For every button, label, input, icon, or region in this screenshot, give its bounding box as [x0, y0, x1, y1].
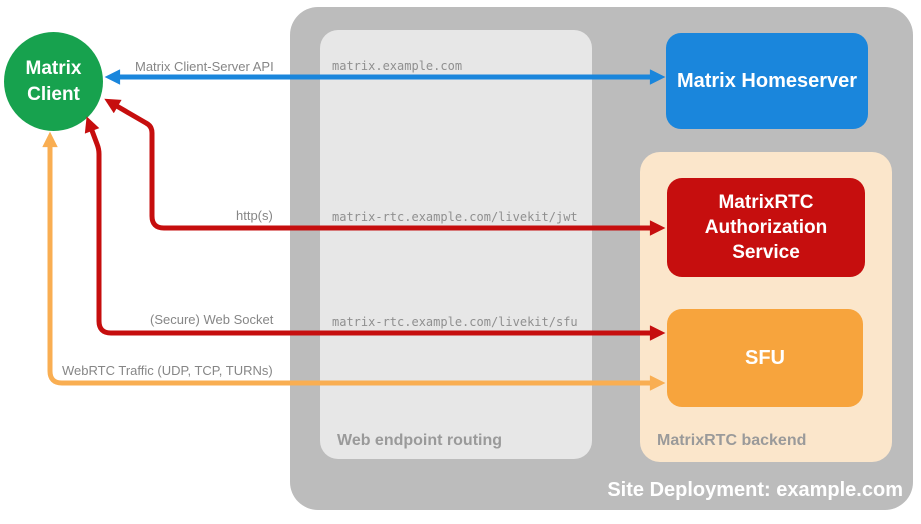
matrix-homeserver-node: Matrix Homeserver: [666, 33, 868, 129]
web-endpoint-routing-label: Web endpoint routing: [337, 432, 503, 449]
matrixrtc-authorization-service-label: MatrixRTC Authorization Service: [704, 191, 828, 264]
web-endpoint-routing-container: [320, 30, 592, 459]
cs-api-arrow-label: Matrix Client-Server API: [135, 59, 274, 74]
sfu-label: SFU: [745, 346, 785, 369]
matrix-client-node: Matrix Client: [4, 32, 103, 131]
webrtc-arrow-label: WebRTC Traffic (UDP, TCP, TURNs): [62, 363, 273, 378]
matrix-client-label: Matrix Client: [25, 57, 82, 105]
https-arrow-label: http(s): [236, 208, 273, 223]
route-matrix-example-com: matrix.example.com: [332, 59, 463, 73]
route-livekit-jwt: matrix-rtc.example.com/livekit/jwt: [332, 210, 578, 224]
route-livekit-sfu: matrix-rtc.example.com/livekit/sfu: [332, 315, 578, 329]
matrix-homeserver-label: Matrix Homeserver: [676, 69, 858, 92]
matrixrtc-backend-label: MatrixRTC backend: [657, 432, 807, 449]
site-deployment-label: Site Deployment: example.com: [607, 479, 903, 501]
sfu-node: SFU: [667, 309, 863, 407]
matrixrtc-authorization-service-node: MatrixRTC Authorization Service: [667, 178, 865, 277]
websocket-arrow-label: (Secure) Web Socket: [150, 312, 274, 327]
